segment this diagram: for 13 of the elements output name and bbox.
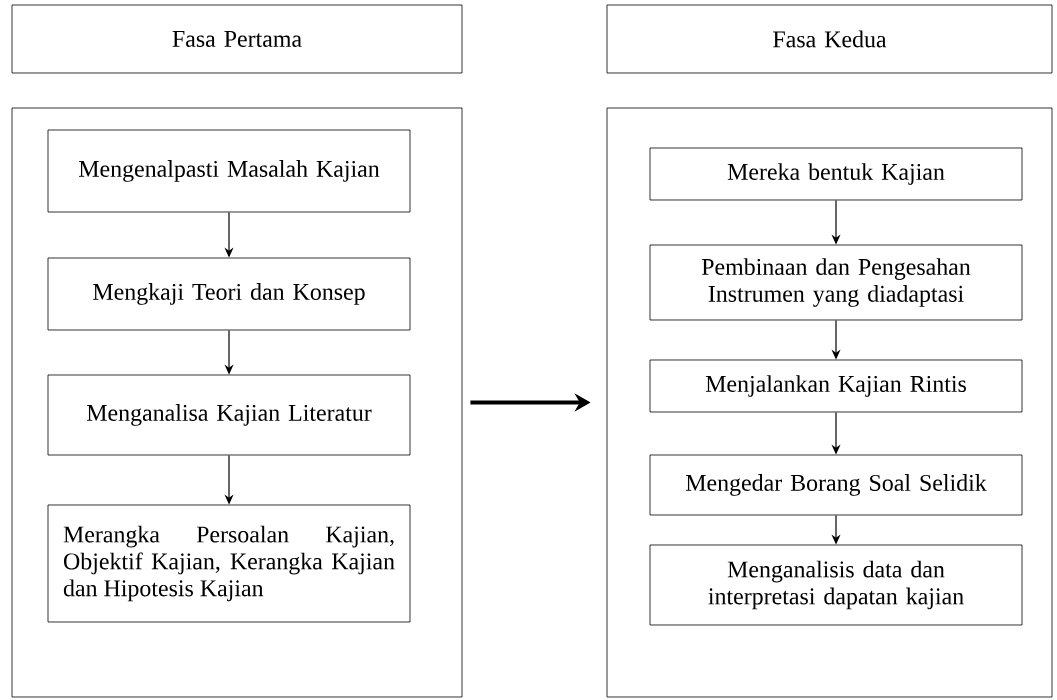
phase-heading-box: Fasa Pertama: [11, 4, 463, 74]
process-box: Merangka Persoalan Kajian, Objektif Kajian, Kerangka Kajian dan Hipotesis Kajian: [47, 504, 411, 623]
process-box: Mereka bentuk Kajian: [649, 147, 1023, 201]
panel-box: [606, 107, 1053, 698]
process-box: Menganalisis data dan interpretasi dapatan kajian: [649, 544, 1023, 626]
process-box: Mengenalpasti Masalah Kajian: [47, 129, 411, 213]
panel-box: [11, 107, 463, 698]
process-box: Mengkaji Teori dan Konsep: [47, 257, 411, 331]
process-box: Menganalisa Kajian Literatur: [47, 374, 411, 456]
process-box: Menjalankan Kajian Rintis: [649, 359, 1023, 413]
phase-heading-box: Fasa Kedua: [606, 4, 1053, 74]
process-box: Mengedar Borang Soal Selidik: [649, 454, 1023, 516]
process-box: Pembinaan dan Pengesahan Instrumen yang diadaptasi: [649, 244, 1023, 321]
